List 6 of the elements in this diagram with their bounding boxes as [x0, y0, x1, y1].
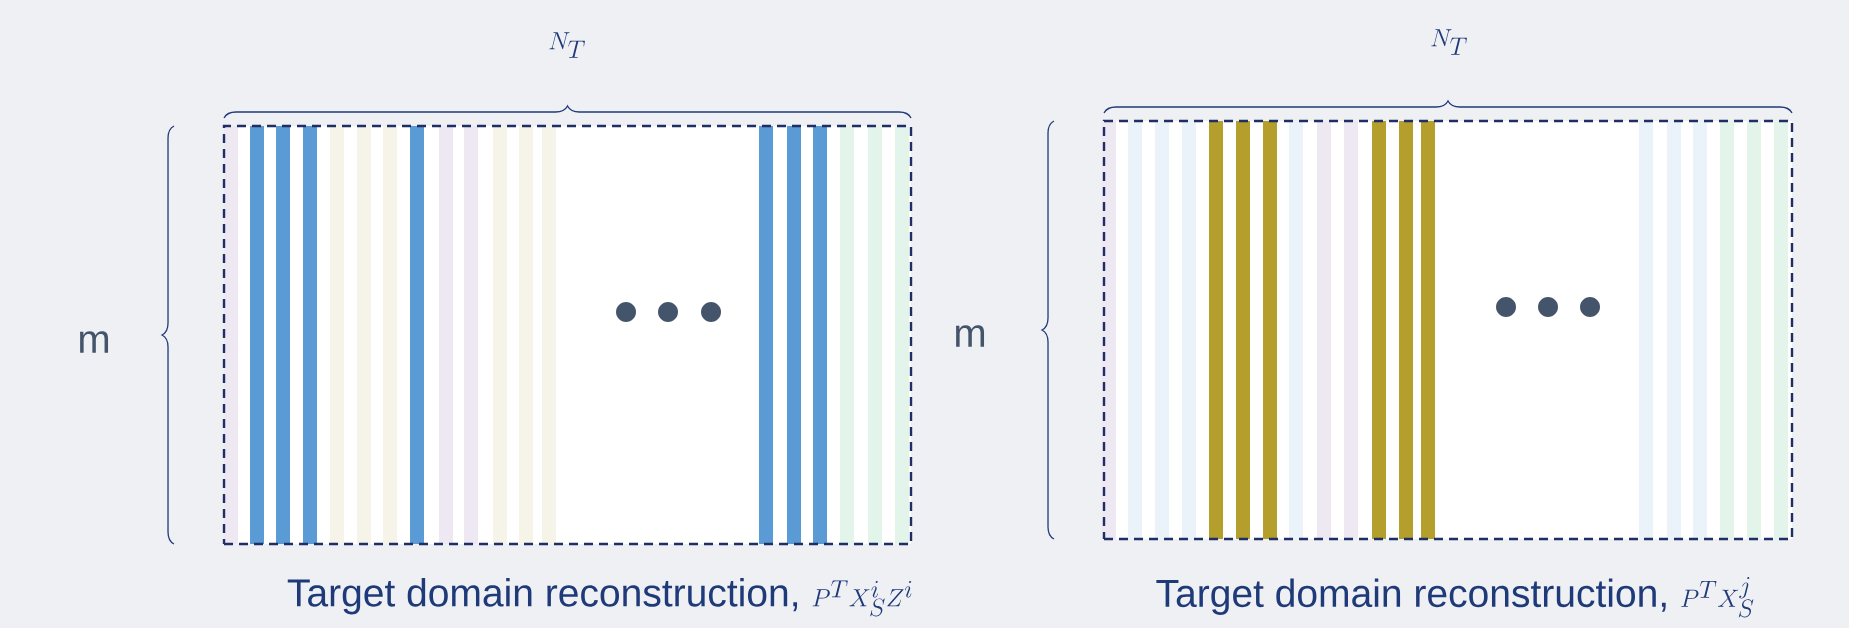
node-label: Target domain reconstruction, $P^T X_S^i Z^i$ — [287, 578, 912, 617]
node-label: Target domain reconstruction, $P^T X_S^j$ — [1156, 577, 1754, 618]
dimension-label: $N_T$ — [1431, 29, 1467, 55]
dimension-label: $N_T$ — [549, 32, 585, 58]
dimension-label: m — [80, 331, 109, 353]
dimension-label: m — [956, 325, 985, 347]
